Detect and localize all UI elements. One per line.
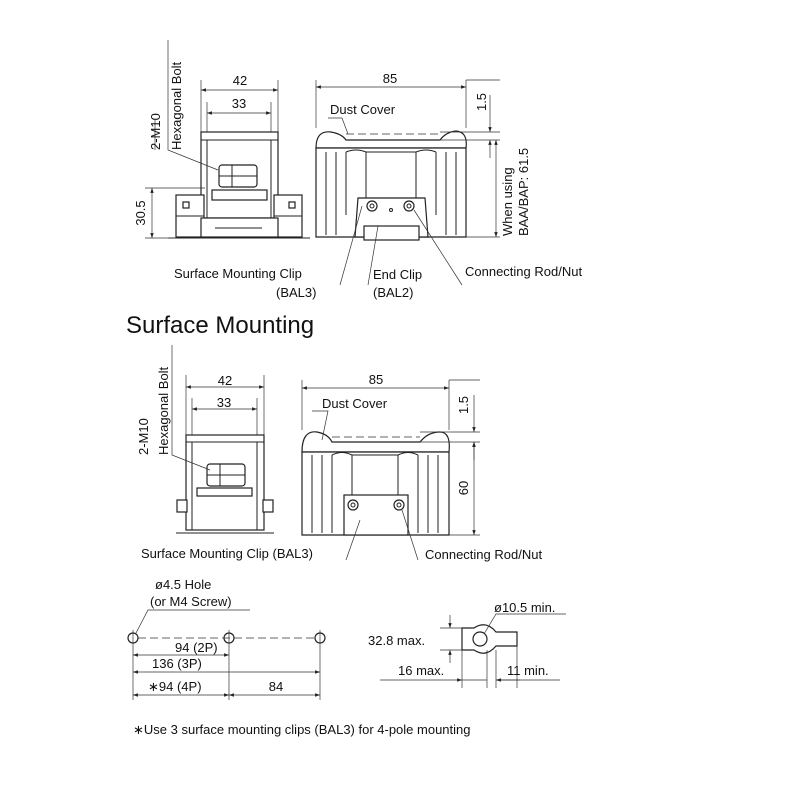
bottom-connecting-rod-label: Connecting Rod/Nut (425, 547, 542, 562)
top-m10-label: 2-M10 (148, 113, 163, 150)
bottom-front-view (301, 379, 480, 561)
bottom-dust-cover-label: Dust Cover (322, 396, 388, 411)
bottom-dim-60: 60 (456, 481, 471, 495)
top-connecting-rod-label: Connecting Rod/Nut (465, 264, 582, 279)
top-dim-30-5: 30.5 (133, 200, 148, 225)
top-dim-1-5: 1.5 (474, 93, 489, 111)
top-hex-bolt-label: Hexagonal Bolt (169, 61, 184, 150)
top-baa-bap-label: BAA/BAP: 61.5 (516, 148, 531, 236)
footnote: ∗Use 3 surface mounting clips (BAL3) for… (133, 722, 471, 737)
top-dim-85: 85 (383, 71, 397, 86)
section-title: Surface Mounting (126, 312, 314, 339)
top-dim-33: 33 (232, 96, 246, 111)
screw-label: (or M4 Screw) (150, 594, 232, 609)
top-front-view (315, 79, 500, 286)
top-dim-42: 42 (233, 73, 247, 88)
dim-84: 84 (269, 679, 283, 694)
hole-pattern (127, 609, 326, 700)
dim-136-3p: 136 (3P) (152, 656, 202, 671)
bottom-hex-bolt-label: Hexagonal Bolt (156, 366, 171, 455)
hole-label: ø4.5 Hole (155, 577, 211, 592)
terminal-dim-32-8: 32.8 max. (368, 633, 425, 648)
bottom-dim-1-5: 1.5 (456, 396, 471, 414)
bottom-dim-85: 85 (369, 372, 383, 387)
top-bal2-label: (BAL2) (373, 285, 413, 300)
dim-94-2p: 94 (2P) (175, 640, 218, 655)
terminal-dim-16: 16 max. (398, 663, 444, 678)
bottom-dim-42: 42 (218, 373, 232, 388)
bottom-side-view (171, 345, 274, 534)
terminal-dim-10-5: ø10.5 min. (494, 600, 555, 615)
bottom-dim-33: 33 (217, 395, 231, 410)
top-when-using-label: When using (500, 167, 515, 236)
bottom-m10-label: 2-M10 (136, 418, 151, 455)
bottom-surface-clip-label: Surface Mounting Clip (BAL3) (141, 546, 313, 561)
terminal-detail (380, 613, 566, 688)
dim-94-4p: ∗94 (4P) (148, 679, 202, 694)
top-dust-cover-label: Dust Cover (330, 102, 396, 117)
top-bal3-label: (BAL3) (276, 285, 316, 300)
top-surface-clip-label: Surface Mounting Clip (174, 266, 302, 281)
top-side-view (145, 40, 310, 239)
terminal-dim-11: 11 min. (507, 663, 549, 678)
top-end-clip-label: End Clip (373, 267, 422, 282)
